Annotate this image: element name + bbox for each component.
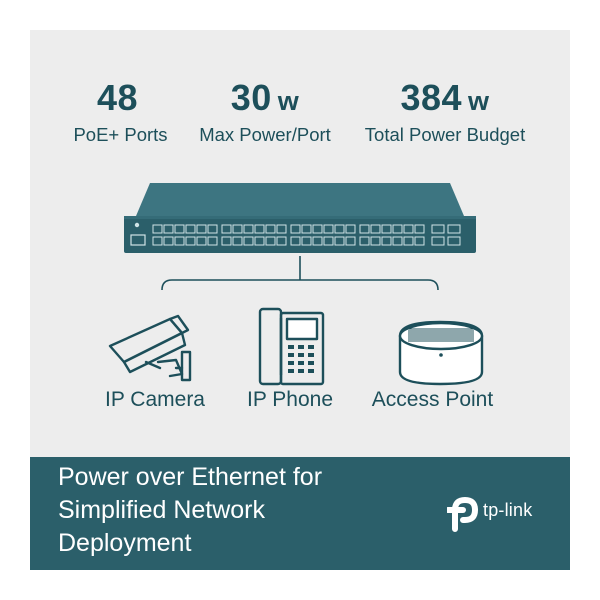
phone-key bbox=[308, 353, 314, 357]
switch-port bbox=[301, 236, 312, 246]
switch-port bbox=[152, 224, 163, 234]
switch-port bbox=[334, 224, 345, 234]
tp-link-logo-icon bbox=[445, 496, 479, 532]
phone-key bbox=[298, 353, 304, 357]
switch-port bbox=[312, 224, 323, 234]
switch-port bbox=[392, 236, 403, 246]
stat-label: Max Power/Port bbox=[199, 124, 331, 145]
stat-label: Total Power Budget bbox=[364, 124, 526, 145]
device-label-ip-camera: IP Camera bbox=[105, 388, 205, 411]
phone-key bbox=[298, 345, 304, 349]
phone-key bbox=[308, 345, 314, 349]
phone-key bbox=[308, 369, 314, 373]
switch-port bbox=[196, 236, 207, 246]
switch-port bbox=[243, 236, 254, 246]
stat-value: 48 bbox=[96, 77, 139, 118]
switch-port bbox=[323, 224, 334, 234]
brand-name: tp-link bbox=[483, 500, 533, 520]
switch-port bbox=[276, 224, 287, 234]
switch-port bbox=[359, 236, 370, 246]
device-label-ip-phone: IP Phone bbox=[246, 388, 334, 411]
phone-keypad bbox=[288, 345, 314, 373]
switch-port bbox=[221, 224, 232, 234]
stat-unit: w bbox=[277, 86, 300, 116]
switch-port bbox=[345, 236, 356, 246]
stat-label: PoE+ Ports bbox=[73, 124, 168, 145]
switch-port bbox=[381, 224, 392, 234]
switch-port bbox=[312, 236, 323, 246]
tagline-line: Power over Ethernet for bbox=[58, 463, 323, 491]
stat-value: 384 bbox=[400, 77, 463, 118]
footer-banner: Power over Ethernet for Simplified Netwo… bbox=[30, 457, 570, 570]
tagline: Power over Ethernet for Simplified Netwo… bbox=[58, 461, 398, 560]
phone-key bbox=[288, 361, 294, 365]
switch-port bbox=[370, 224, 381, 234]
switch-port bbox=[414, 236, 425, 246]
switch-port bbox=[290, 224, 301, 234]
switch-port bbox=[403, 236, 414, 246]
switch-port bbox=[301, 224, 312, 234]
switch-port bbox=[207, 224, 218, 234]
switch-port bbox=[345, 224, 356, 234]
switch-port bbox=[414, 224, 425, 234]
switch-port bbox=[334, 236, 345, 246]
switch-port bbox=[323, 236, 334, 246]
phone-key bbox=[308, 361, 314, 365]
device-label-access-point: Access Point bbox=[371, 388, 494, 411]
stat-poe-ports: 48 PoE+ Ports bbox=[58, 78, 183, 147]
switch-port bbox=[152, 236, 163, 246]
switch-port bbox=[232, 224, 243, 234]
switch-port bbox=[174, 236, 185, 246]
tagline-line: Simplified Network bbox=[58, 496, 266, 524]
ip-camera-icon bbox=[108, 314, 192, 382]
switch-port bbox=[232, 236, 243, 246]
ip-phone-icon bbox=[258, 307, 325, 386]
switch-port bbox=[265, 236, 276, 246]
brand-logo: tp-link bbox=[445, 493, 532, 533]
connector-lines bbox=[161, 256, 439, 291]
switch-port bbox=[381, 236, 392, 246]
phone-key bbox=[288, 353, 294, 357]
switch-port bbox=[276, 236, 287, 246]
stat-unit: w bbox=[468, 86, 490, 116]
switch-port bbox=[196, 224, 207, 234]
access-point-icon bbox=[398, 320, 484, 386]
switch-port bbox=[392, 224, 403, 234]
switch-port bbox=[359, 224, 370, 234]
switch-port bbox=[185, 236, 196, 246]
switch-port bbox=[243, 224, 254, 234]
phone-key bbox=[288, 345, 294, 349]
switch-port bbox=[163, 224, 174, 234]
tagline-line: Deployment bbox=[58, 529, 192, 557]
illustration bbox=[108, 183, 484, 386]
poe-switch-icon bbox=[124, 183, 476, 253]
phone-key bbox=[298, 361, 304, 365]
switch-port bbox=[254, 224, 265, 234]
switch-port bbox=[174, 224, 185, 234]
switch-port bbox=[370, 236, 381, 246]
switch-port bbox=[254, 236, 265, 246]
switch-port bbox=[221, 236, 232, 246]
switch-port bbox=[185, 224, 196, 234]
phone-key bbox=[298, 369, 304, 373]
switch-port bbox=[265, 224, 276, 234]
switch-port bbox=[207, 236, 218, 246]
stat-value: 30 bbox=[230, 77, 272, 118]
switch-port bbox=[290, 236, 301, 246]
switch-port bbox=[403, 224, 414, 234]
switch-port bbox=[163, 236, 174, 246]
phone-key bbox=[288, 369, 294, 373]
